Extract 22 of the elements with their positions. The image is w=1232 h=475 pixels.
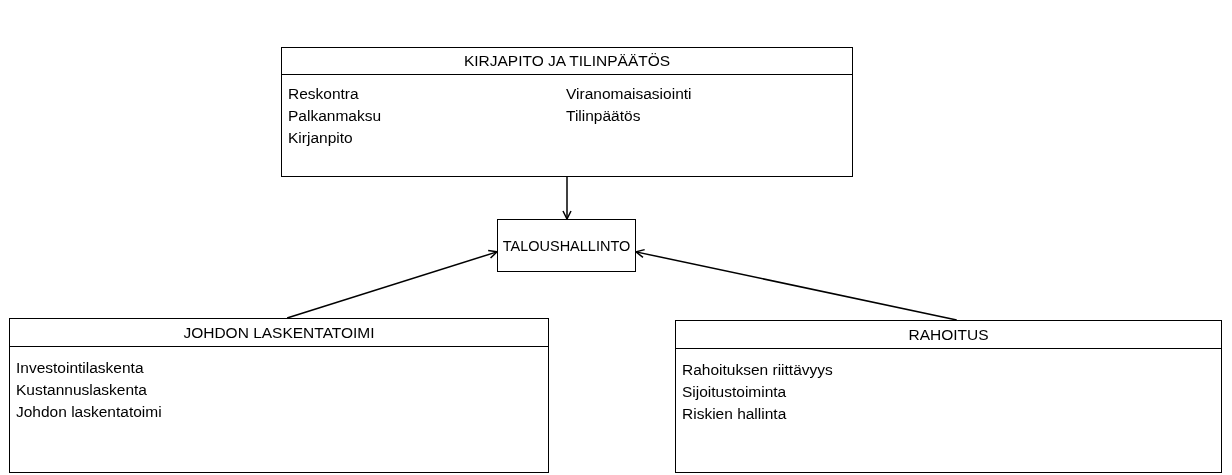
list-item: Riskien hallinta <box>682 405 787 423</box>
arrow <box>635 248 958 321</box>
list-item: Reskontra <box>288 85 359 103</box>
list-item: Sijoitustoiminta <box>682 383 787 401</box>
list-item: Rahoituksen riittävyys <box>682 361 833 379</box>
list-item: Kirjanpito <box>288 129 353 147</box>
section-title: KIRJAPITO JA TILINPÄÄTÖS <box>463 52 671 70</box>
process-box <box>9 318 549 473</box>
list-item: Viranomaisasiointi <box>566 85 692 103</box>
section-title: JOHDON LASKENTATOIMI <box>183 323 375 342</box>
list-item: Investointilaskenta <box>16 359 144 377</box>
arrow <box>562 176 572 220</box>
list-item: Palkanmaksu <box>288 107 382 125</box>
process-box <box>497 219 636 272</box>
list-item: Kustannuslaskenta <box>16 381 147 399</box>
section-title: RAHOITUS <box>908 325 989 344</box>
arrow <box>286 249 498 319</box>
process-box <box>281 47 853 177</box>
list-item: Tilinpäätös <box>566 107 641 125</box>
list-item: Johdon laskentatoimi <box>16 403 162 421</box>
box-title: TALOUSHALLINTO <box>502 237 631 254</box>
process-box <box>675 320 1222 473</box>
